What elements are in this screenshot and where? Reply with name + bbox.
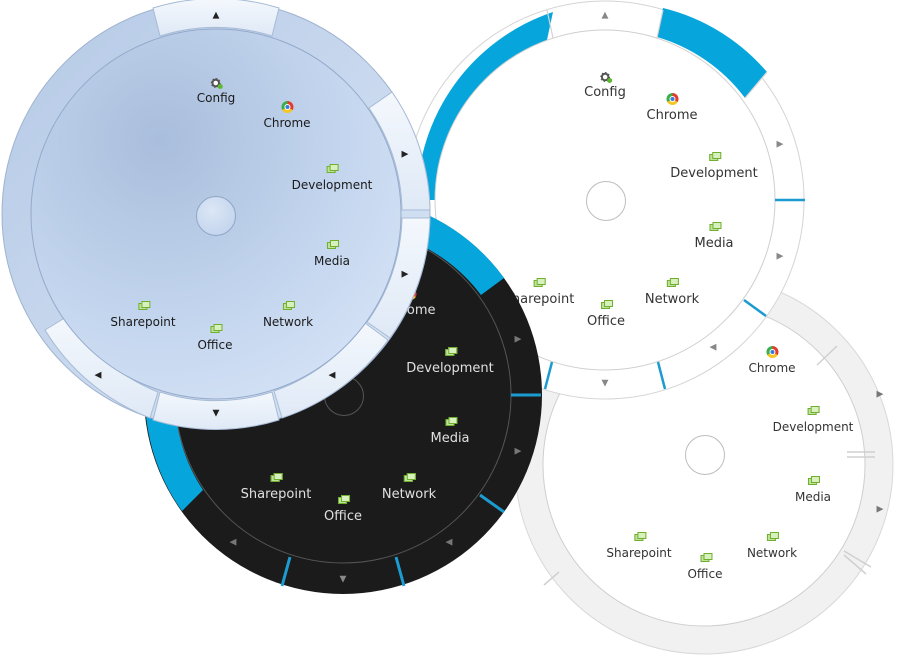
- white-scroll-left-arrow-icon[interactable]: ◀: [709, 342, 717, 353]
- chrome-icon: [666, 93, 678, 105]
- app-window-icon: [807, 405, 820, 417]
- app-window-icon: [708, 221, 721, 233]
- chrome-icon: [765, 346, 778, 358]
- white-scroll-right-arrow-icon[interactable]: ▶: [776, 139, 784, 150]
- app-window-icon: [766, 531, 779, 543]
- blue-scroll-up-arrow-icon[interactable]: ▲: [212, 10, 220, 21]
- black-item-network[interactable]: Network: [382, 472, 436, 502]
- black-scroll-right-arrow-icon-2[interactable]: ▶: [514, 446, 522, 457]
- black-scroll-down-arrow-icon[interactable]: ▼: [339, 574, 347, 585]
- app-window-icon: [337, 494, 350, 506]
- black-item-sharepoint[interactable]: Sharepoint: [241, 472, 311, 502]
- light-gray-item-network[interactable]: Network: [747, 531, 797, 560]
- blue-item-chrome[interactable]: Chrome: [263, 101, 311, 130]
- app-window-icon: [444, 416, 457, 428]
- white-center-button[interactable]: [586, 181, 626, 221]
- app-window-icon: [444, 346, 457, 358]
- black-scroll-right-arrow-icon-3[interactable]: ◀: [445, 537, 453, 548]
- app-window-icon: [600, 299, 613, 311]
- gear-icon: [210, 78, 223, 89]
- light-gray-center-button[interactable]: [685, 435, 725, 475]
- app-window-icon: [270, 472, 283, 484]
- blue-item-development[interactable]: Development: [292, 163, 372, 192]
- app-window-icon: [699, 552, 712, 564]
- app-window-icon: [326, 239, 339, 251]
- app-window-icon: [326, 163, 339, 175]
- light-gray-scroll-right-arrow-icon[interactable]: ▶: [876, 389, 884, 400]
- blue-item-network[interactable]: Network: [263, 300, 313, 329]
- app-window-icon: [807, 475, 820, 487]
- app-window-icon: [666, 277, 679, 289]
- chrome-icon: [280, 101, 293, 113]
- black-scroll-left-arrow-icon[interactable]: ◀: [229, 537, 237, 548]
- blue-item-config[interactable]: Config: [197, 78, 235, 105]
- light-gray-item-office[interactable]: Office: [687, 552, 723, 581]
- black-item-media[interactable]: Media: [430, 416, 470, 446]
- black-item-development[interactable]: Development: [406, 346, 494, 376]
- blue-scroll-right-arrow-icon[interactable]: ▶: [401, 149, 409, 160]
- light-gray-item-media[interactable]: Media: [795, 475, 831, 504]
- light-gray-item-sharepoint[interactable]: Sharepoint: [606, 531, 672, 560]
- white-item-chrome[interactable]: Chrome: [647, 93, 698, 123]
- light-gray-scroll-right-arrow-icon-2[interactable]: ▶: [876, 504, 884, 515]
- app-window-icon: [708, 151, 721, 163]
- app-window-icon: [137, 300, 150, 312]
- blue-item-office[interactable]: Office: [197, 323, 233, 352]
- light-gray-item-development[interactable]: Development: [773, 405, 853, 434]
- black-scroll-right-arrow-icon[interactable]: ▶: [514, 334, 522, 345]
- blue-item-sharepoint[interactable]: Sharepoint: [110, 300, 176, 329]
- white-item-sharepoint[interactable]: Sharepoint: [504, 277, 574, 307]
- white-item-office[interactable]: Office: [587, 299, 625, 329]
- white-item-config[interactable]: Config: [584, 72, 626, 100]
- app-window-icon: [282, 300, 295, 312]
- blue-scroll-left-arrow-icon-2[interactable]: ◀: [328, 370, 336, 381]
- white-item-media[interactable]: Media: [694, 221, 734, 251]
- app-window-icon: [633, 531, 646, 543]
- white-scroll-right-arrow-icon-2[interactable]: ▶: [776, 251, 784, 262]
- light-gray-item-chrome[interactable]: Chrome: [748, 346, 796, 375]
- gear-icon: [600, 72, 612, 83]
- app-window-icon: [533, 277, 546, 289]
- white-item-network[interactable]: Network: [645, 277, 699, 307]
- app-window-icon: [403, 472, 416, 484]
- white-scroll-down-arrow-icon[interactable]: ▼: [601, 378, 609, 389]
- white-item-development[interactable]: Development: [670, 151, 758, 181]
- app-window-icon: [209, 323, 222, 335]
- blue-item-media[interactable]: Media: [314, 239, 350, 268]
- radial-menu-blue: ▲ ▼ ▶ ▶ ◀ ◀ Config Chrome Development Me…: [0, 0, 432, 430]
- blue-scroll-right-arrow-icon-2[interactable]: ▶: [401, 269, 409, 280]
- white-scroll-up-arrow-icon[interactable]: ▲: [601, 10, 609, 21]
- blue-center-button[interactable]: [196, 196, 236, 236]
- blue-scroll-left-arrow-icon[interactable]: ◀: [94, 370, 102, 381]
- black-item-office[interactable]: Office: [324, 494, 362, 524]
- blue-scroll-down-arrow-icon[interactable]: ▼: [212, 408, 220, 419]
